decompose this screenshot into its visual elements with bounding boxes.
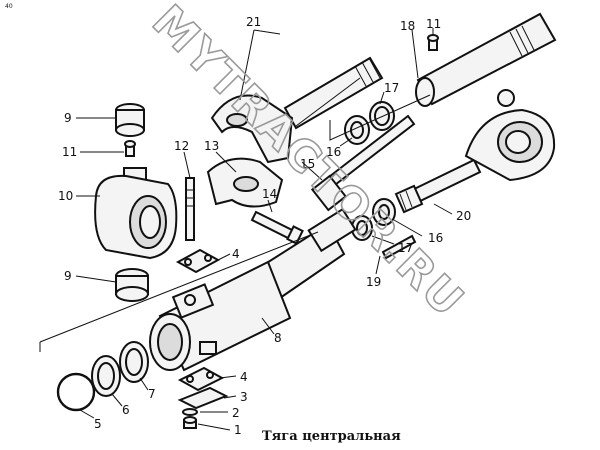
- bushing-part-9-bottom: [115, 268, 149, 302]
- bolt-part-12: [185, 177, 195, 241]
- guide-line-left: [39, 231, 319, 343]
- callout-12: 12: [174, 139, 189, 153]
- callout-7: 7: [148, 387, 156, 401]
- callout-16-lower: 16: [428, 231, 443, 245]
- ring-part-16-lower: [372, 198, 396, 226]
- callout-10: 10: [58, 189, 73, 203]
- rod-part-15: [310, 114, 416, 212]
- callout-15: 15: [300, 157, 315, 171]
- callout-8: 8: [274, 331, 282, 345]
- bolt-part-1: [183, 416, 197, 429]
- guide-line-upper: [329, 94, 431, 141]
- grease-fitting-part-11-top: [427, 34, 439, 51]
- callout-11-left: 11: [62, 145, 77, 159]
- callout-3: 3: [240, 390, 248, 404]
- callout-6: 6: [122, 403, 130, 417]
- callout-9-top: 9: [64, 111, 72, 125]
- plate-part-4-upper: [175, 248, 221, 274]
- callout-4-upper: 4: [232, 247, 240, 261]
- ball-joint-rod-part-20: [394, 89, 556, 214]
- callout-16-upper: 16: [326, 145, 341, 159]
- yoke-shaft-part-21: [210, 56, 384, 164]
- pin-part-19: [381, 234, 417, 260]
- guide-line-shaft: [295, 77, 361, 127]
- callout-18: 18: [400, 19, 415, 33]
- callout-17-upper: 17: [384, 81, 399, 95]
- ring-part-17-upper: [369, 101, 395, 131]
- callout-1: 1: [234, 423, 242, 437]
- callout-2: 2: [232, 406, 240, 420]
- ring-part-17-lower: [351, 215, 373, 241]
- snap-ring-part-5: [56, 372, 96, 412]
- callout-14: 14: [262, 187, 277, 201]
- bolt-part-14: [250, 210, 304, 245]
- main-tube-part-8: [149, 207, 357, 372]
- ring-part-6: [91, 355, 121, 397]
- bushing-part-9-top: [115, 103, 145, 137]
- washer-part-2: [182, 408, 198, 416]
- callout-9-bottom: 9: [64, 269, 72, 283]
- callout-20: 20: [456, 209, 471, 223]
- callout-5: 5: [94, 417, 102, 431]
- callout-17-lower: 17: [398, 241, 413, 255]
- diagram-caption: Тяга центральная: [262, 429, 401, 444]
- ring-part-7: [119, 341, 149, 383]
- plate-part-4-lower: [177, 366, 225, 392]
- grease-fitting-part-11-left: [124, 140, 136, 157]
- callout-11-top: 11: [426, 17, 441, 31]
- leader-lines: [75, 28, 453, 431]
- callout-19: 19: [366, 275, 381, 289]
- lock-plate-part-3: [177, 386, 229, 410]
- callout-21: 21: [246, 15, 261, 29]
- bearing-housing-part-10: [94, 167, 178, 260]
- corner-mark: 40: [5, 3, 13, 10]
- callout-4-lower: 4: [240, 370, 248, 384]
- callout-13: 13: [204, 139, 219, 153]
